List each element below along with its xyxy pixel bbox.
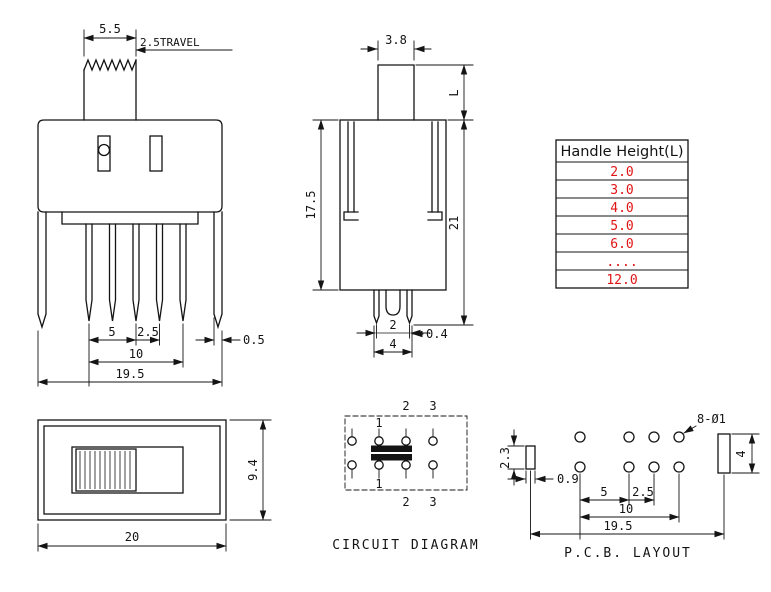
mounting-leg-right: [213, 211, 223, 330]
pcb-dimension-lines: [507, 425, 760, 540]
terminal-number: 3: [429, 495, 436, 509]
pcb-layout: 8-Ø1 2.3 0.9 5 2.5 10 19.5 4 P.C.B. LAYO…: [498, 412, 760, 561]
front-handle-knurl: [83, 58, 137, 121]
dim-travel-label: 2.5TRAVEL: [140, 36, 200, 49]
mounting-leg-left: [37, 211, 47, 330]
dim-pcb-total-label: 19.5: [604, 519, 633, 533]
circuit-diagram-title: CIRCUIT DIAGRAM: [332, 538, 479, 553]
dim-span-label: 10: [129, 347, 143, 361]
dim-right-slot-height-label: 4: [734, 450, 748, 457]
knurl-hatching: [79, 451, 131, 489]
terminal-number: 1: [375, 416, 382, 430]
slider-contact-bar: [371, 445, 412, 452]
dim-pcb-pitch-label: 5: [600, 485, 607, 499]
handle-height-table: Handle Height(L) 2.0 3.0 4.0 5.0 6.0 ...…: [555, 139, 689, 289]
table-header: Handle Height(L): [560, 144, 683, 160]
table-row: 12.0: [606, 273, 637, 288]
front-body-windows: [97, 135, 163, 172]
dim-length-label: 20: [125, 530, 139, 544]
front-terminals: [37, 211, 223, 330]
detent-hole: [97, 143, 111, 157]
top-view: 20 9.4: [37, 419, 272, 552]
dim-handle-height-label: L: [447, 89, 461, 96]
terminal-number: 2: [402, 495, 409, 509]
dim-offset-label: 2.5: [137, 325, 159, 339]
front-view: 5.5 2.5TRAVEL 5 2.5 0.5 10 19.5: [37, 22, 265, 387]
dim-total-height-label: 21: [447, 216, 461, 230]
top-cover-outline: [43, 425, 221, 515]
dim-handle-width-label: 5.5: [99, 22, 121, 36]
dim-pin-gap-label: 2: [389, 318, 396, 332]
top-dimension-lines: [37, 419, 272, 552]
dim-pin-thickness-label: 0.4: [426, 327, 448, 341]
right-bracket-slot: [717, 433, 731, 474]
side-view: 3.8 L 17.5 21 2 0.4 4: [304, 33, 474, 358]
dim-pitch-label: 5: [108, 325, 115, 339]
dim-slot-width-label: 0.9: [557, 472, 579, 486]
top-body-outline: [37, 419, 227, 521]
side-body-outline: [339, 119, 447, 291]
table-row: 2.0: [610, 165, 633, 180]
dim-body-height-label: 17.5: [304, 191, 318, 220]
pin: [155, 223, 164, 322]
pin: [179, 223, 187, 322]
circuit-housing-dashed: [344, 415, 468, 491]
front-body-outline: [37, 119, 223, 213]
side-handle-outline: [377, 64, 415, 121]
pin: [373, 289, 380, 325]
circuit-diagram: 1 2 3 1 2 3 CIRCUIT DIAGRAM: [332, 399, 479, 553]
dim-pcb-span-label: 10: [619, 502, 633, 516]
terminal-stubs: [351, 428, 434, 479]
pcb-holes: [574, 431, 685, 473]
table-row: ....: [606, 255, 637, 270]
pin: [406, 289, 413, 325]
left-bracket-slot: [525, 445, 536, 470]
bent-pin: [385, 289, 401, 316]
side-dimension-lines: [312, 40, 474, 358]
terminal-number: 1: [375, 477, 382, 491]
pin: [108, 223, 117, 322]
pcb-layout-title: P.C.B. LAYOUT: [564, 546, 692, 561]
table-row: 6.0: [610, 237, 633, 252]
dim-holes-callout: 8-Ø1: [697, 412, 726, 426]
terminal-circles: [347, 436, 438, 470]
dim-total-width-label: 19.5: [116, 367, 145, 381]
table-row: 4.0: [610, 201, 633, 216]
dim-slot-height-label: 2.3: [498, 447, 512, 469]
table-row: 3.0: [610, 183, 633, 198]
table-row-lines: [555, 161, 689, 271]
terminal-number: 3: [429, 399, 436, 413]
dim-leg-width-label: 0.5: [243, 333, 265, 347]
terminal-number: 2: [402, 399, 409, 413]
front-dimension-lines: [37, 29, 241, 387]
pin: [132, 223, 140, 322]
table-border: [555, 139, 689, 289]
slider-contact-bar: [371, 454, 412, 461]
table-row: 5.0: [610, 219, 633, 234]
dim-pin-span-label: 4: [389, 337, 396, 351]
dim-pcb-offset-label: 2.5: [632, 485, 654, 499]
slider-slot: [71, 446, 184, 494]
dim-width-label: 9.4: [246, 459, 260, 481]
side-pins: [373, 289, 413, 325]
pin: [85, 223, 93, 322]
slider-knob: [75, 448, 137, 492]
side-bracket-clips: [343, 121, 443, 221]
dim-handle-depth-label: 3.8: [385, 33, 407, 47]
